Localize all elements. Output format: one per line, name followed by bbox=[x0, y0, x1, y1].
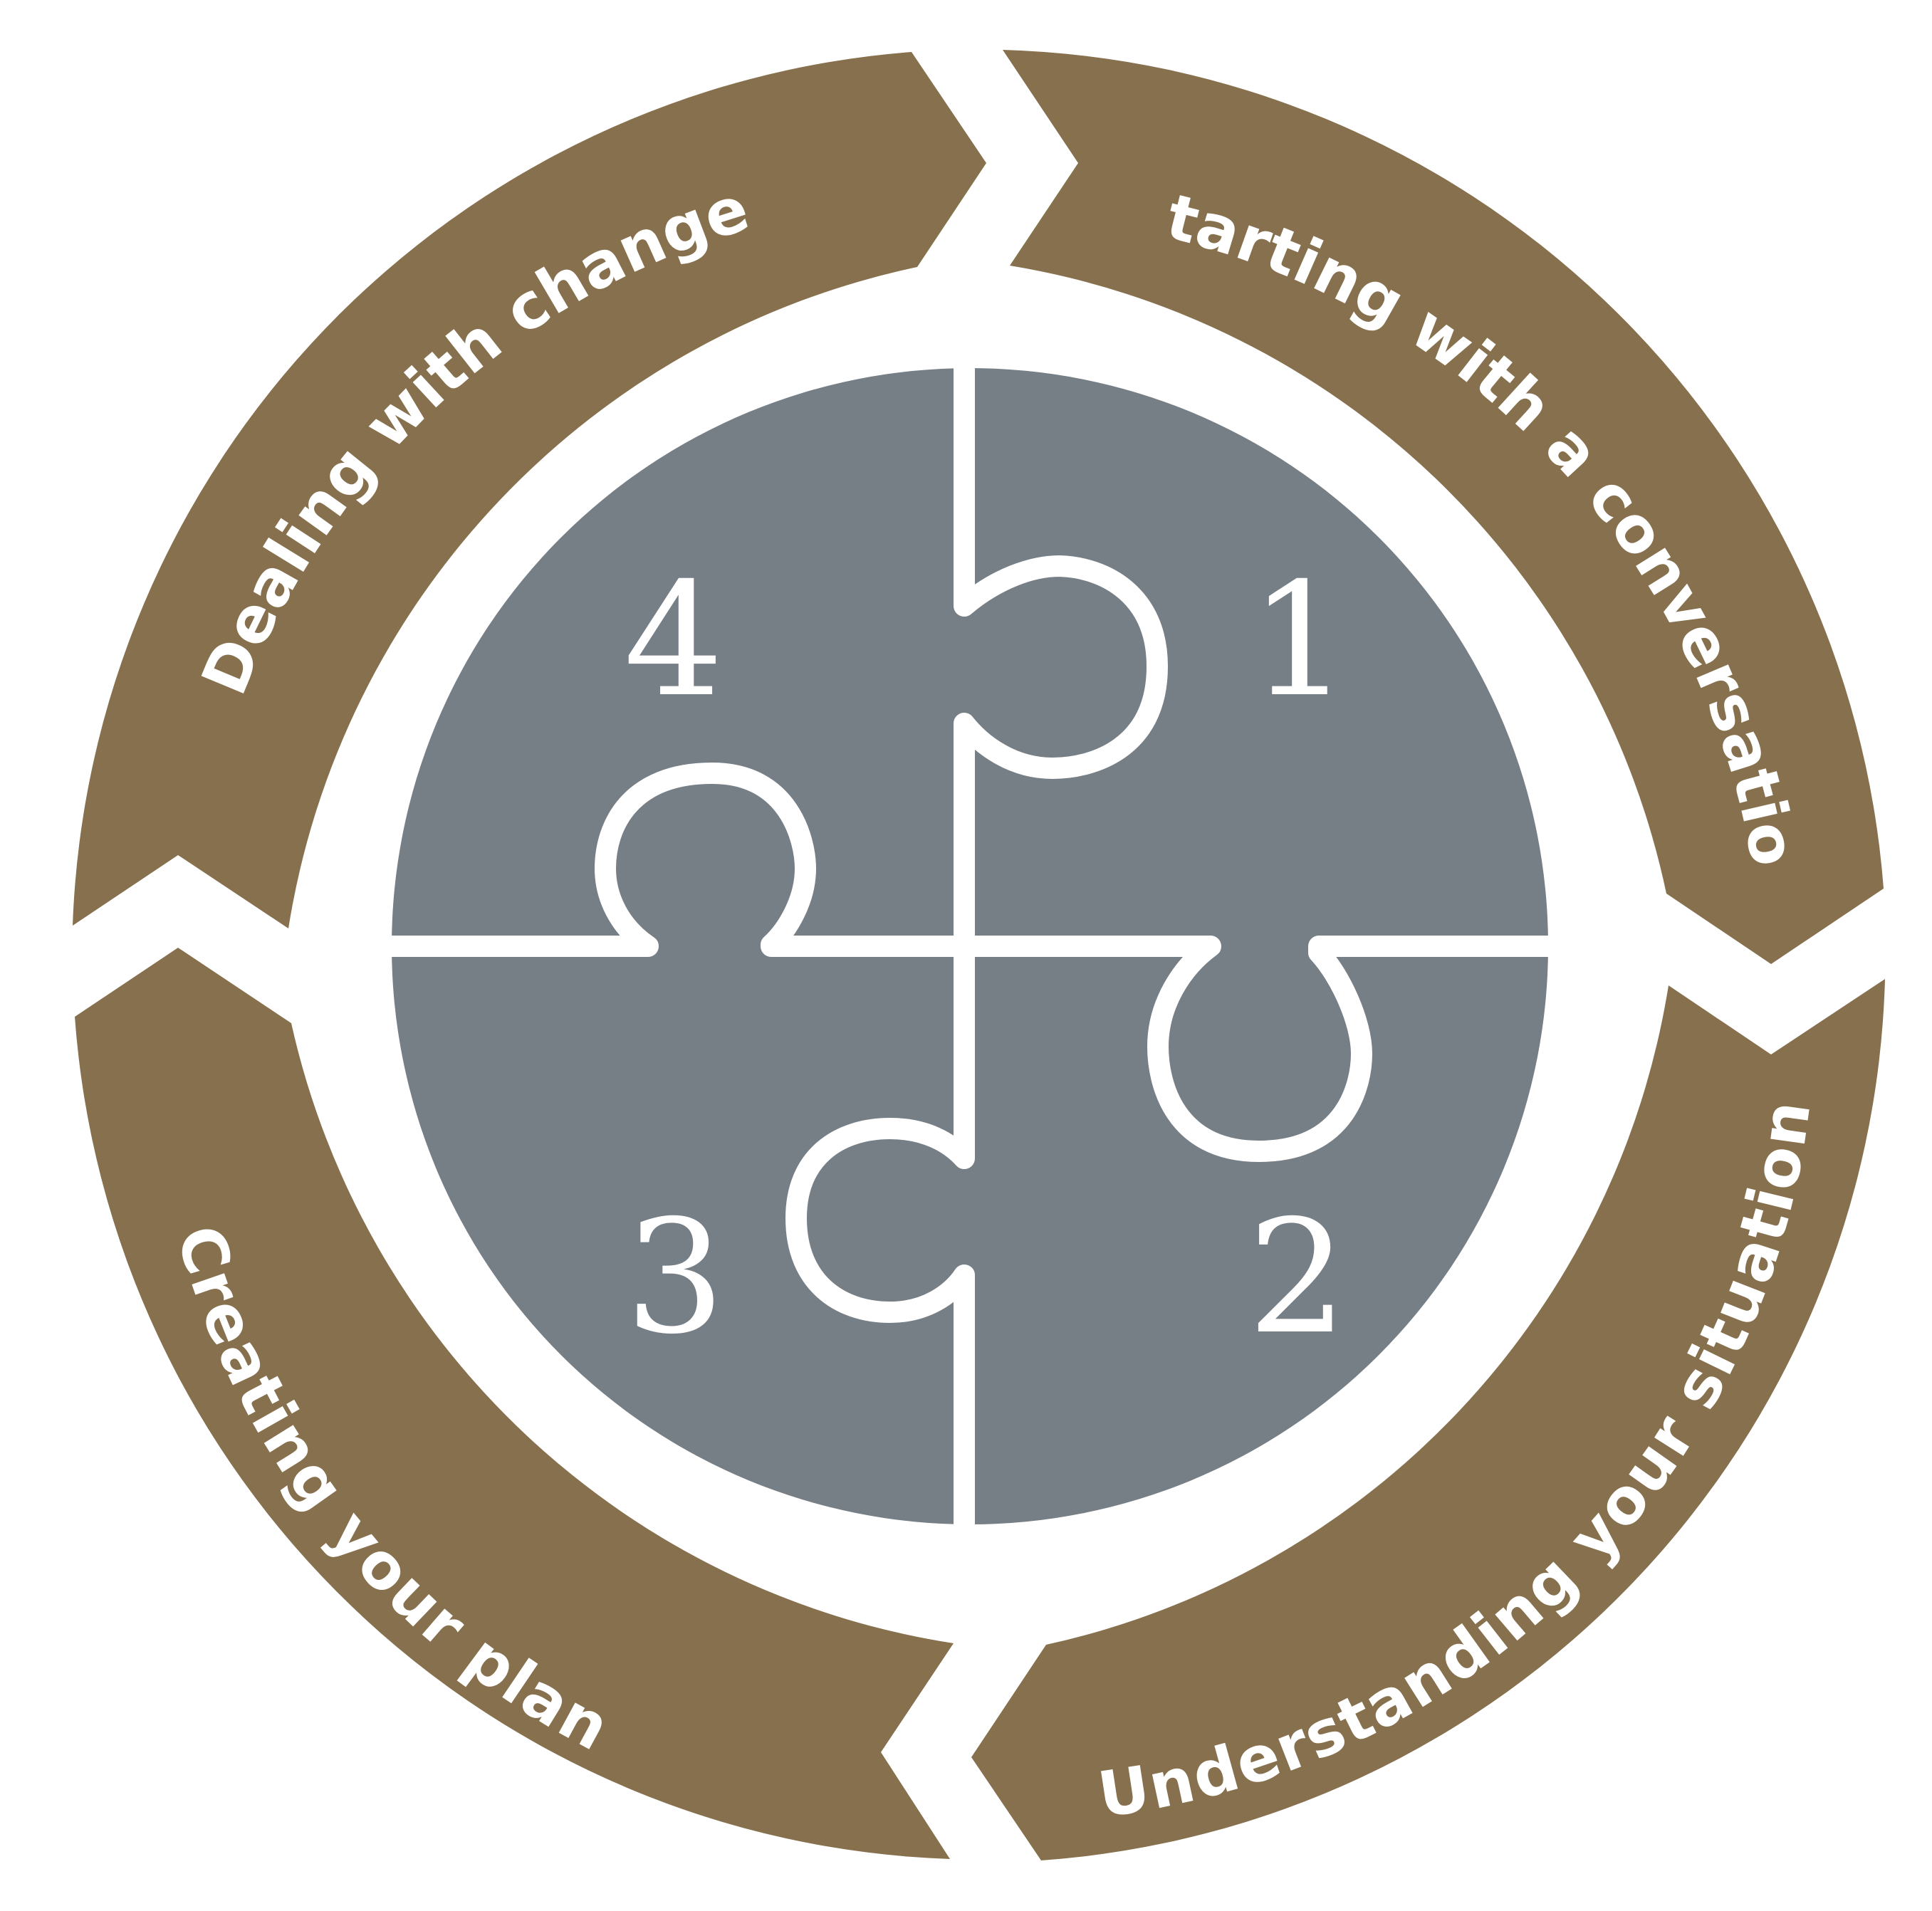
ring-segment-starting-with-a-conversation bbox=[1003, 50, 1884, 964]
ring-segment-creating-your-plan bbox=[75, 948, 954, 1859]
puzzle-divider-lines bbox=[381, 357, 1559, 1535]
piece-number-4: 4 bbox=[624, 549, 724, 731]
ring-segment-dealing-with-change bbox=[73, 52, 986, 928]
piece-number-2: 2 bbox=[1248, 1186, 1347, 1368]
puzzle bbox=[381, 357, 1559, 1535]
piece-number-1: 1 bbox=[1250, 549, 1349, 731]
puzzle-seam-bottom bbox=[785, 936, 975, 1535]
ring bbox=[73, 50, 1885, 1860]
piece-number-3: 3 bbox=[625, 1186, 725, 1368]
puzzle-seam-left bbox=[381, 763, 975, 957]
puzzle-seam-top bbox=[954, 357, 1168, 957]
ring-segment-understanding-your-situation bbox=[971, 979, 1885, 1860]
puzzle-seam-right bbox=[954, 936, 1559, 1162]
